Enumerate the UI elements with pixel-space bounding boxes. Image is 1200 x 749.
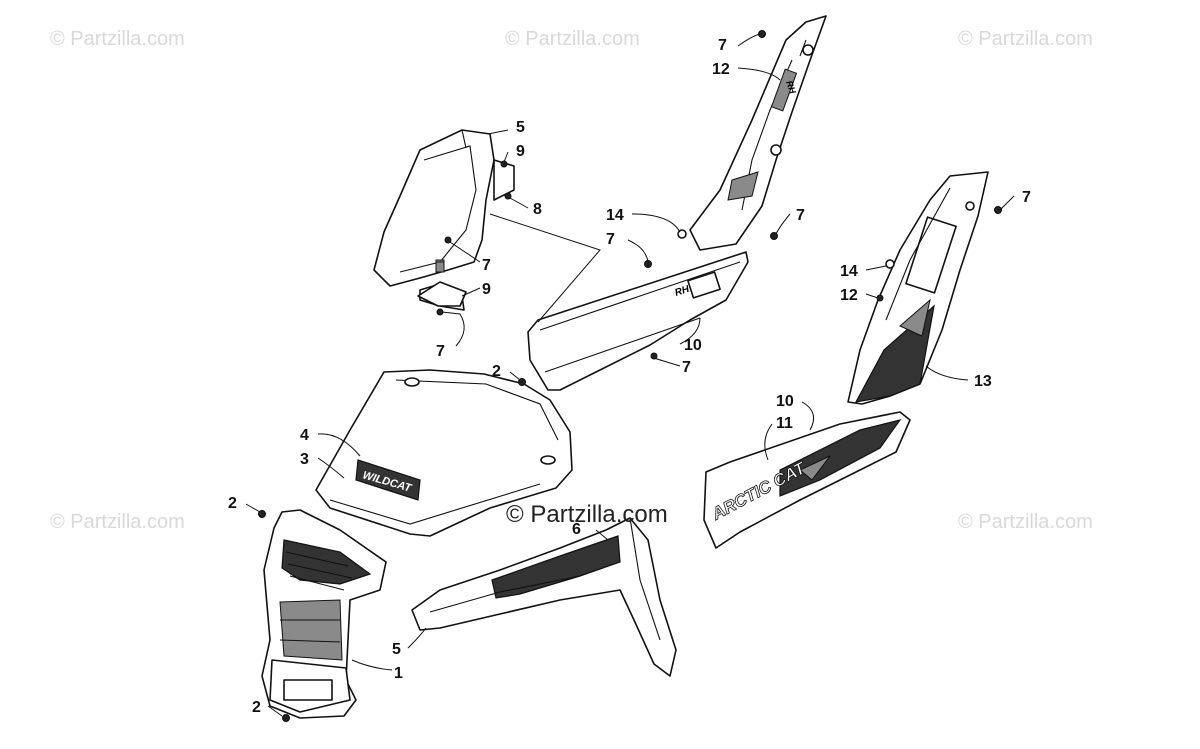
callout-4: 4 <box>300 427 309 444</box>
callout-2: 2 <box>252 699 261 716</box>
callout-12: 12 <box>712 61 730 78</box>
callout-9: 9 <box>482 281 491 298</box>
callout-14: 14 <box>606 207 624 224</box>
screw-icon <box>504 192 512 200</box>
callout-7: 7 <box>436 343 445 360</box>
watermark-center: © Partzilla.com <box>506 501 668 528</box>
rocker-panel-rh: RH <box>527 251 749 391</box>
callout-13: 13 <box>974 373 992 390</box>
watermark-top-right: © Partzilla.com <box>958 28 1093 50</box>
screw-icon <box>518 378 526 386</box>
callout-8: 8 <box>533 201 542 218</box>
watermark-mid-right: © Partzilla.com <box>958 511 1093 533</box>
screw-icon <box>994 206 1002 214</box>
watermark-top-left: © Partzilla.com <box>50 28 185 50</box>
upper-side-panel: RH <box>689 15 827 251</box>
callout-11: 11 <box>776 415 793 432</box>
hood: WILDCAT <box>315 369 573 537</box>
callout-3: 3 <box>300 451 309 468</box>
callout-2: 2 <box>492 363 501 380</box>
front-fascia <box>411 517 677 677</box>
screw-icon <box>258 510 266 518</box>
callout-7: 7 <box>1022 189 1031 206</box>
callout-7: 7 <box>718 37 727 54</box>
callout-7: 7 <box>682 359 691 376</box>
watermark-top-center: © Partzilla.com <box>505 28 640 50</box>
callout-7: 7 <box>796 207 805 224</box>
callout-10: 10 <box>684 337 702 354</box>
right-side-panel <box>847 171 989 405</box>
fasteners <box>258 30 1002 722</box>
callout-6: 6 <box>572 521 581 538</box>
washer-icon <box>885 259 895 269</box>
callout-2: 2 <box>228 495 237 512</box>
callout-5: 5 <box>392 641 401 658</box>
screw-icon <box>650 352 658 360</box>
screw-icon <box>282 714 290 722</box>
callout-12: 12 <box>840 287 858 304</box>
callout-1: 1 <box>394 665 403 682</box>
callouts: 7 12 5 9 8 14 7 7 7 7 9 14 12 7 10 2 7 1… <box>228 37 1031 716</box>
screw-icon <box>770 232 778 240</box>
callout-5: 5 <box>516 119 525 136</box>
callout-9: 9 <box>516 143 525 160</box>
decal-rh: RH <box>674 284 692 299</box>
watermark-mid-left: © Partzilla.com <box>50 511 185 533</box>
screw-icon <box>444 236 452 244</box>
lower-side-skirt: ARCTIC CAT <box>703 411 911 549</box>
front-grille-bumper <box>261 509 387 719</box>
callout-14: 14 <box>840 263 858 280</box>
callout-10: 10 <box>776 393 794 410</box>
bracket-small <box>417 261 467 307</box>
decal-rh-upper: RH <box>784 79 798 95</box>
callout-7: 7 <box>606 231 615 248</box>
callout-7: 7 <box>482 257 491 274</box>
leader-lines <box>245 33 1015 717</box>
